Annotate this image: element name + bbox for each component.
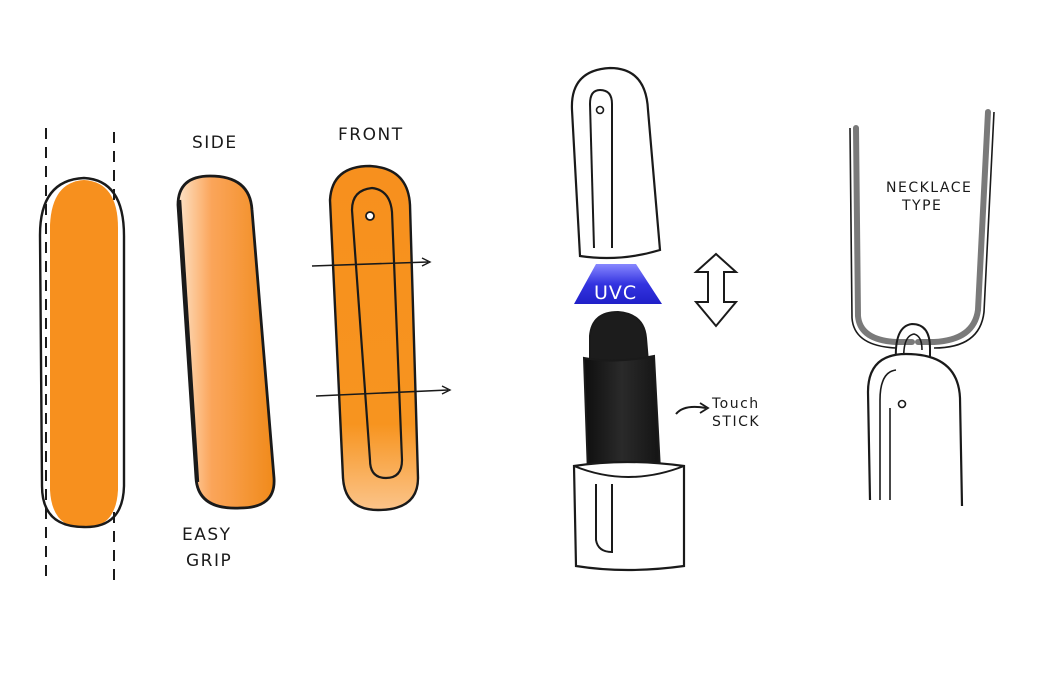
cord-left: [853, 125, 915, 345]
touch-stick-tip: [589, 310, 650, 364]
pendant-body: [866, 352, 964, 507]
stick-base-slot: [595, 484, 613, 554]
cord-left-outline: [849, 127, 897, 349]
uvc-cap-assembly: UVC Touch STICK: [570, 66, 760, 572]
pointer-arrowhead-icon: [699, 402, 710, 414]
updown-arrow-icon: [693, 252, 739, 328]
front-body: [328, 164, 420, 512]
necklace-label: NECKLACE: [886, 180, 972, 196]
stick-base-rim: [573, 465, 685, 478]
side-edge-stroke: [178, 199, 200, 483]
stick-base-collar: [572, 460, 686, 572]
capsule-outline: [38, 176, 126, 529]
section-line-upper: [311, 261, 429, 267]
side-label: SIDE: [192, 133, 238, 153]
section-arrow-upper: [421, 257, 432, 267]
cap-inner-slot: [589, 88, 613, 248]
cord-right: [915, 109, 991, 345]
cap-top: [570, 66, 662, 260]
grip-label: GRIP: [186, 551, 232, 571]
orange-body-fill: [50, 180, 118, 528]
touch-stick-body: [582, 354, 662, 478]
pendant-inner-left: [879, 369, 897, 500]
side-view: SIDE EASY GRIP: [176, 133, 276, 571]
necklace-view: NECKLACE TYPE: [849, 109, 995, 507]
front-label: FRONT: [338, 125, 404, 145]
stick-label: STICK: [712, 414, 760, 430]
type-label: TYPE: [901, 198, 942, 214]
side-body: [176, 174, 276, 510]
section-line-lower: [315, 389, 449, 397]
front-slot-outline: [350, 186, 404, 480]
pendant-loop: [894, 322, 931, 366]
front-pivot-hole: [365, 211, 375, 221]
capsule-plain-view: [38, 128, 126, 582]
curved-pointer-arrow-icon: [675, 405, 707, 415]
uvc-light-cone: [574, 264, 662, 304]
cord-right-outline: [933, 111, 995, 349]
cap-inner-slot-left: [589, 103, 595, 249]
cap-pivot-hole: [595, 105, 605, 115]
touch-label: Touch: [711, 396, 760, 412]
front-view: FRONT: [311, 125, 452, 512]
easy-label: EASY: [182, 525, 232, 545]
section-arrow-lower: [441, 385, 452, 395]
pendant-loop-inner: [902, 333, 923, 365]
uvc-label: UVC: [594, 282, 637, 304]
pendant-pivot-hole: [897, 399, 907, 409]
